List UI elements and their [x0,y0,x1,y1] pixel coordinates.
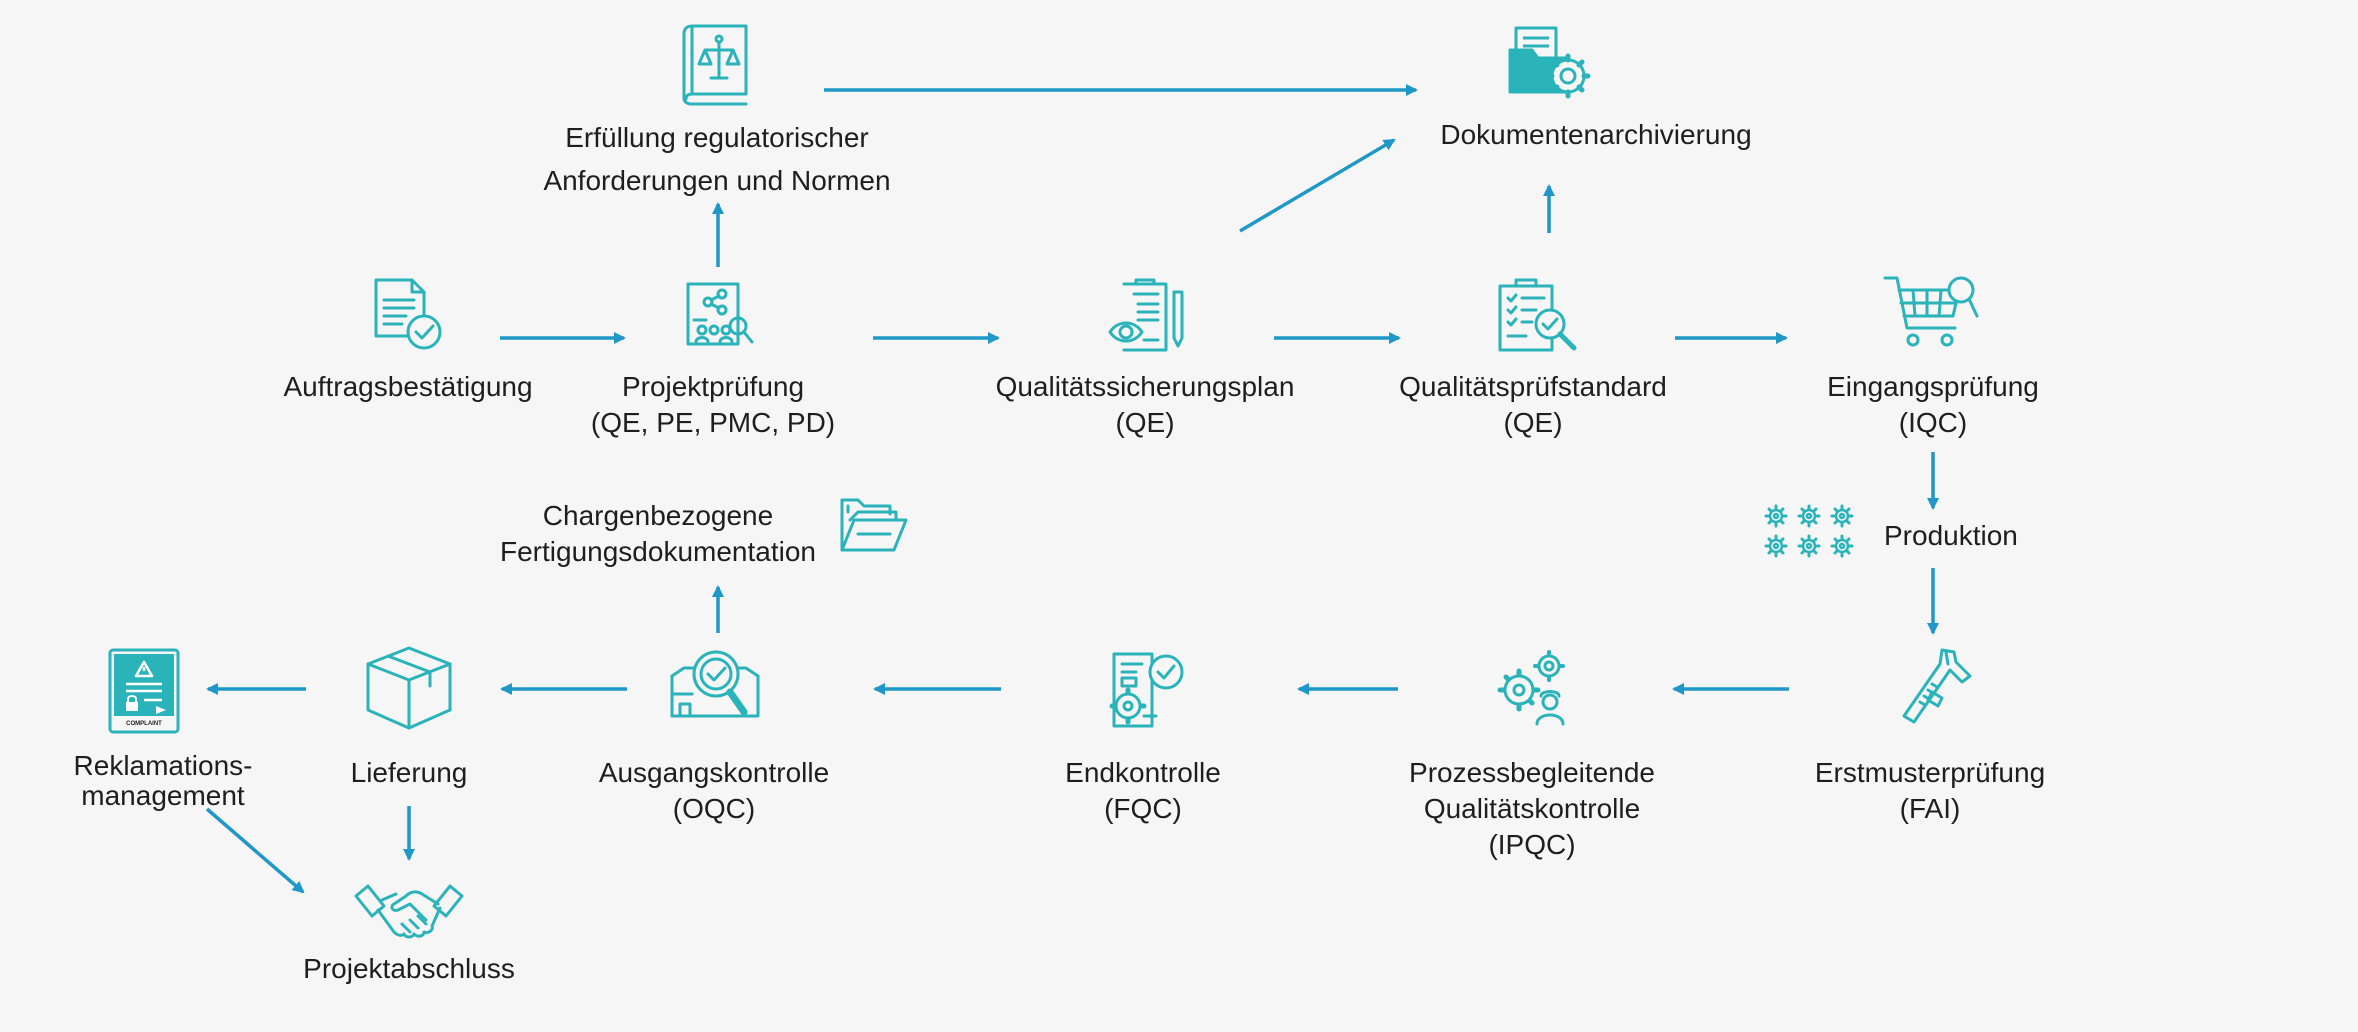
node-fqc-line2: (FQC) [1104,793,1182,824]
node-closure: Projektabschluss [303,951,515,987]
node-batch-docs: Chargenbezogene Fertigungsdokumentation [500,498,816,570]
node-project-review: Projektprüfung (QE, PE, PMC, PD) [591,369,835,441]
magnifier-check-icon [668,646,764,726]
node-batch-docs-line1: Chargenbezogene [542,500,774,531]
complaint-document-icon: COMPLAINT [108,648,180,734]
arrow-qa-plan-to-archiving [1239,138,1396,233]
node-order-line1: Auftragsbestätigung [283,371,533,402]
node-complaint-line2: management [81,780,245,811]
node-production: Produktion [1884,518,2018,554]
node-qa-plan: Qualitätssicherungsplan (QE) [996,369,1295,441]
node-batch-docs-line2: Fertigungsdokumentation [500,536,816,567]
node-order: Auftragsbestätigung [283,369,532,405]
node-fai-line1: Erstmusterprüfung [1814,757,2046,788]
document-gear-check-icon [1106,650,1186,728]
node-project-review-line2: (QE, PE, PMC, PD) [590,407,836,438]
clipboard-search-icon [1496,278,1580,354]
cart-search-icon [1883,272,1979,352]
node-fai-line2: (FAI) [1899,793,1961,824]
node-regulatory-line1: Erfüllung regulatorischer [565,122,869,153]
node-production-line1: Produktion [1884,520,2018,551]
complaint-badge-text: COMPLAINT [126,721,162,727]
node-project-review-line1: Projektprüfung [621,371,805,402]
report-team-icon [684,280,754,350]
document-check-icon [372,276,444,352]
node-fqc-line1: Endkontrolle [1065,757,1221,788]
node-ipqc-line2: Qualitätskontrolle [1423,793,1641,824]
law-book-icon [680,22,750,106]
node-delivery-line1: Lieferung [350,757,468,788]
node-delivery: Lieferung [351,755,468,791]
caliper-icon [1898,648,1972,726]
node-fqc: Endkontrolle (FQC) [1065,755,1221,827]
node-qc-standard: Qualitätsprüfstandard (QE) [1399,369,1667,441]
node-qc-standard-line2: (QE) [1503,407,1563,438]
node-complaint-line1: Reklamations- [73,750,253,781]
eye-document-icon [1108,278,1184,354]
gear-worker-icon [1497,648,1575,726]
node-ipqc-line1: Prozessbegleitende [1409,757,1655,788]
node-archiving-line1: Dokumentenarchivierung [1440,119,1752,150]
node-complaint: Reklamations- management [74,751,253,811]
node-qa-plan-line2: (QE) [1115,407,1175,438]
node-qa-plan-line1: Qualitätssicherungsplan [995,371,1295,402]
node-oqc-line2: (OQC) [672,793,756,824]
node-regulatory: Erfüllung regulatorischer Anforderungen … [543,116,890,202]
node-closure-line1: Projektabschluss [303,953,515,984]
node-ipqc-line3: (IPQC) [1488,829,1576,860]
node-oqc-line1: Ausgangskontrolle [598,757,830,788]
node-archiving: Dokumentenarchivierung [1440,117,1751,153]
node-iqc-line1: Eingangsprüfung [1827,371,2039,402]
handshake-icon [354,874,464,950]
folders-icon [838,496,908,554]
node-regulatory-line2: Anforderungen und Normen [543,165,891,196]
node-qc-standard-line1: Qualitätsprüfstandard [1399,371,1667,402]
node-fai: Erstmusterprüfung (FAI) [1815,755,2045,827]
node-ipqc: Prozessbegleitende Qualitätskontrolle (I… [1409,755,1655,863]
node-oqc: Ausgangskontrolle (OQC) [599,755,829,827]
node-iqc-line2: (IQC) [1898,407,1968,438]
box-icon [364,644,454,732]
gears-icon [1762,500,1860,562]
node-iqc: Eingangsprüfung (IQC) [1827,369,2039,441]
documents-gear-icon [1506,20,1596,102]
arrow-complaint-to-closure [205,807,305,894]
